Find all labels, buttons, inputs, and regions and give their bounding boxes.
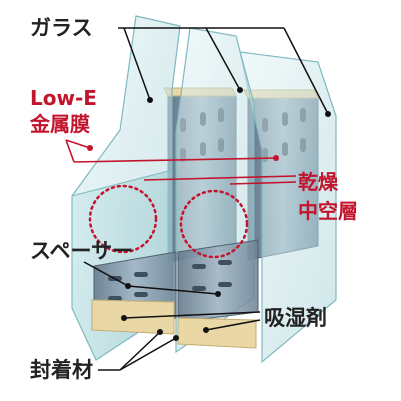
spacer-callout-dot-1 <box>125 283 131 289</box>
air-layer-callout-lines <box>143 175 297 185</box>
desiccant-block-2 <box>177 317 257 349</box>
glass-callout-lines <box>118 27 329 115</box>
desiccant-label: 吸湿剤 <box>264 306 327 330</box>
sealant-label: 封着材 <box>30 358 93 382</box>
glass-callout-dot-1 <box>147 97 153 103</box>
low-e-callout-dot-2 <box>273 155 279 161</box>
air-gap-marker-2 <box>179 189 249 259</box>
low-e-label-line1: Low-E <box>30 86 97 110</box>
sealant-callout-dot-2 <box>173 335 179 341</box>
low-e-callout-lines <box>65 139 277 163</box>
desiccant-callout-lines <box>123 311 261 331</box>
spacer-bottom-2 <box>177 239 259 323</box>
low-e-callout-dot-1 <box>87 145 93 151</box>
spacer-callout-lines <box>83 261 219 295</box>
spacer-callout-dot-2 <box>215 291 221 297</box>
spacer-label: スペーサー <box>30 239 133 263</box>
air-layer-label-line1: 乾燥 <box>298 170 339 194</box>
desiccant-callout-dot-1 <box>121 315 127 321</box>
glass-callout-dot-3 <box>325 111 331 117</box>
glass-pane-back <box>239 51 337 364</box>
sealant-callout-lines <box>98 331 177 371</box>
air-gap-marker-1 <box>88 184 158 254</box>
low-e-label-line2: 金属膜 <box>29 112 90 136</box>
air-layer-label-line2: 中空層 <box>298 199 358 223</box>
glass-label: ガラス <box>30 16 93 40</box>
glass-callout-dot-2 <box>237 87 243 93</box>
sealant-callout-dot-1 <box>157 329 163 335</box>
desiccant-callout-dot-2 <box>203 327 209 333</box>
